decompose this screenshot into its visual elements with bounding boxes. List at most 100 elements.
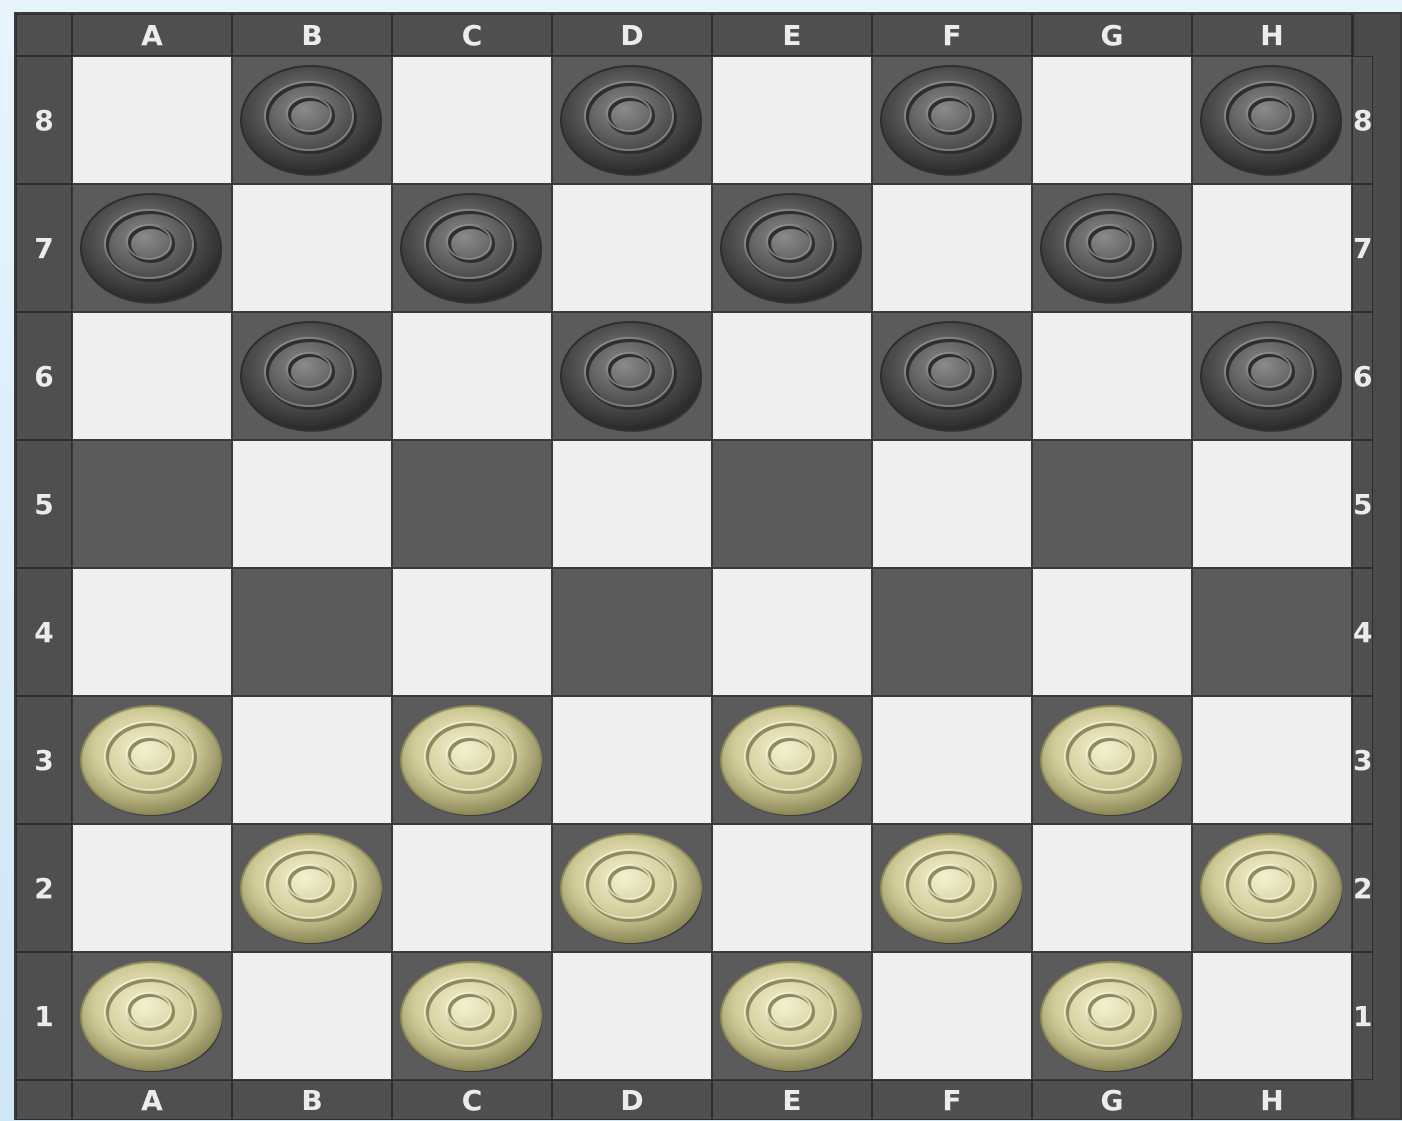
square-f5[interactable] xyxy=(872,440,1032,568)
square-d2[interactable] xyxy=(552,824,712,952)
square-e5[interactable] xyxy=(712,440,872,568)
square-c2[interactable] xyxy=(392,824,552,952)
square-h6[interactable] xyxy=(1192,312,1352,440)
square-b4[interactable] xyxy=(232,568,392,696)
square-d1[interactable] xyxy=(552,952,712,1080)
square-c5[interactable] xyxy=(392,440,552,568)
dark-checker-piece[interactable] xyxy=(1199,62,1345,178)
square-a1[interactable] xyxy=(72,952,232,1080)
square-d5[interactable] xyxy=(552,440,712,568)
square-g3[interactable] xyxy=(1032,696,1192,824)
dark-checker-piece[interactable] xyxy=(559,62,705,178)
light-checker-piece[interactable] xyxy=(79,958,225,1074)
rank-label-right-3: 3 xyxy=(1352,696,1373,824)
square-e3[interactable] xyxy=(712,696,872,824)
dark-checker-piece[interactable] xyxy=(239,318,385,434)
square-h3[interactable] xyxy=(1192,696,1352,824)
rank-label-left-6: 6 xyxy=(16,312,72,440)
square-h8[interactable] xyxy=(1192,56,1352,184)
square-h7[interactable] xyxy=(1192,184,1352,312)
square-e6[interactable] xyxy=(712,312,872,440)
light-checker-piece[interactable] xyxy=(239,830,385,946)
dark-checker-piece[interactable] xyxy=(719,190,865,306)
square-f7[interactable] xyxy=(872,184,1032,312)
square-e8[interactable] xyxy=(712,56,872,184)
square-c7[interactable] xyxy=(392,184,552,312)
square-b3[interactable] xyxy=(232,696,392,824)
square-h1[interactable] xyxy=(1192,952,1352,1080)
square-b8[interactable] xyxy=(232,56,392,184)
board-corner xyxy=(16,1080,72,1120)
square-a2[interactable] xyxy=(72,824,232,952)
light-checker-piece[interactable] xyxy=(559,830,705,946)
light-checker-piece[interactable] xyxy=(399,958,545,1074)
square-d7[interactable] xyxy=(552,184,712,312)
square-g4[interactable] xyxy=(1032,568,1192,696)
square-a8[interactable] xyxy=(72,56,232,184)
light-checker-piece[interactable] xyxy=(719,702,865,818)
square-e4[interactable] xyxy=(712,568,872,696)
rank-label-right-7: 7 xyxy=(1352,184,1373,312)
light-checker-piece[interactable] xyxy=(1039,958,1185,1074)
square-f4[interactable] xyxy=(872,568,1032,696)
square-c4[interactable] xyxy=(392,568,552,696)
square-b2[interactable] xyxy=(232,824,392,952)
dark-checker-piece[interactable] xyxy=(79,190,225,306)
square-b7[interactable] xyxy=(232,184,392,312)
square-f1[interactable] xyxy=(872,952,1032,1080)
light-checker-piece[interactable] xyxy=(1039,702,1185,818)
square-d6[interactable] xyxy=(552,312,712,440)
square-c8[interactable] xyxy=(392,56,552,184)
square-e7[interactable] xyxy=(712,184,872,312)
square-h2[interactable] xyxy=(1192,824,1352,952)
square-g6[interactable] xyxy=(1032,312,1192,440)
square-a4[interactable] xyxy=(72,568,232,696)
square-b1[interactable] xyxy=(232,952,392,1080)
dark-checker-piece[interactable] xyxy=(399,190,545,306)
square-d4[interactable] xyxy=(552,568,712,696)
square-g1[interactable] xyxy=(1032,952,1192,1080)
square-e2[interactable] xyxy=(712,824,872,952)
square-c1[interactable] xyxy=(392,952,552,1080)
rank-label-right-4: 4 xyxy=(1352,568,1373,696)
square-a3[interactable] xyxy=(72,696,232,824)
square-f6[interactable] xyxy=(872,312,1032,440)
square-a6[interactable] xyxy=(72,312,232,440)
square-f3[interactable] xyxy=(872,696,1032,824)
square-e1[interactable] xyxy=(712,952,872,1080)
square-h5[interactable] xyxy=(1192,440,1352,568)
square-c3[interactable] xyxy=(392,696,552,824)
square-g8[interactable] xyxy=(1032,56,1192,184)
square-d8[interactable] xyxy=(552,56,712,184)
square-d3[interactable] xyxy=(552,696,712,824)
square-f2[interactable] xyxy=(872,824,1032,952)
dark-checker-piece[interactable] xyxy=(879,318,1025,434)
square-a7[interactable] xyxy=(72,184,232,312)
dark-checker-piece[interactable] xyxy=(1199,318,1345,434)
square-b5[interactable] xyxy=(232,440,392,568)
board-corner xyxy=(1352,1080,1354,1120)
file-label-top-g: G xyxy=(1032,14,1192,56)
file-label-bottom-d: D xyxy=(552,1080,712,1120)
dark-checker-piece[interactable] xyxy=(559,318,705,434)
board-corner xyxy=(16,14,72,56)
square-g7[interactable] xyxy=(1032,184,1192,312)
square-g5[interactable] xyxy=(1032,440,1192,568)
square-b6[interactable] xyxy=(232,312,392,440)
rank-label-left-1: 1 xyxy=(16,952,72,1080)
light-checker-piece[interactable] xyxy=(79,702,225,818)
square-g2[interactable] xyxy=(1032,824,1192,952)
light-checker-piece[interactable] xyxy=(1199,830,1345,946)
file-label-top-f: F xyxy=(872,14,1032,56)
dark-checker-piece[interactable] xyxy=(879,62,1025,178)
dark-checker-piece[interactable] xyxy=(239,62,385,178)
light-checker-piece[interactable] xyxy=(879,830,1025,946)
square-c6[interactable] xyxy=(392,312,552,440)
square-a5[interactable] xyxy=(72,440,232,568)
square-h4[interactable] xyxy=(1192,568,1352,696)
light-checker-piece[interactable] xyxy=(399,702,545,818)
light-checker-piece[interactable] xyxy=(719,958,865,1074)
dark-checker-piece[interactable] xyxy=(1039,190,1185,306)
file-label-bottom-e: E xyxy=(712,1080,872,1120)
square-f8[interactable] xyxy=(872,56,1032,184)
